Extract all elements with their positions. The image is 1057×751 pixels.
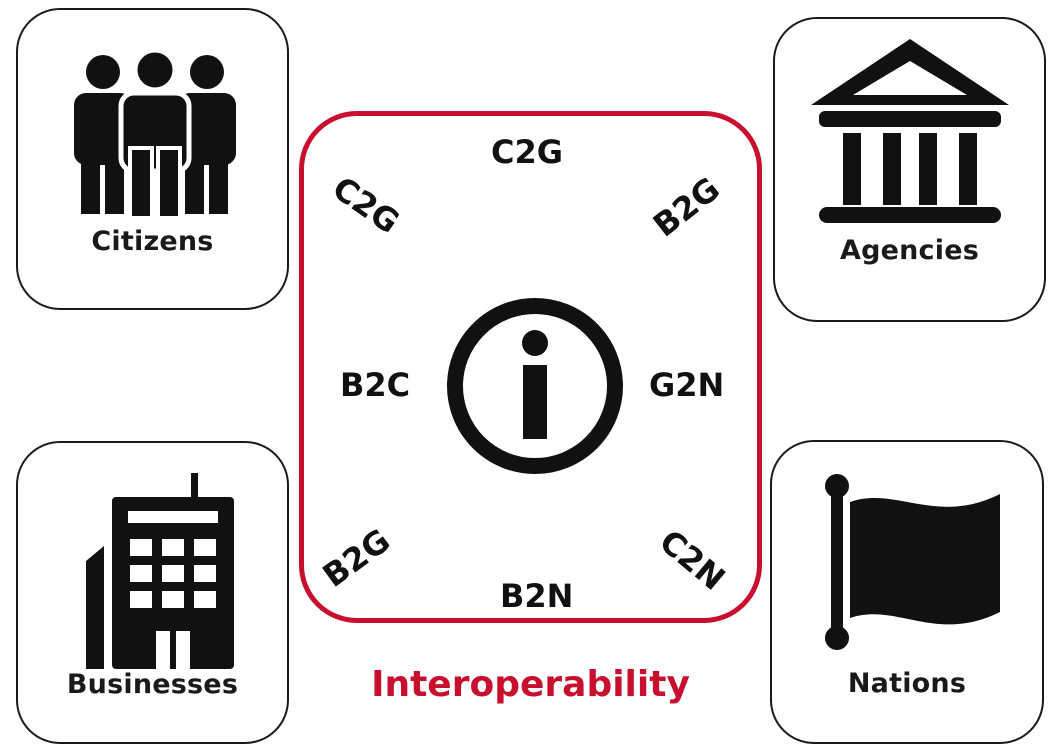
flow-label-bottom: B2N <box>500 577 574 615</box>
nations-card: Nations <box>770 440 1044 744</box>
businesses-label: Businesses <box>66 669 239 700</box>
agencies-card: Agencies <box>773 17 1046 322</box>
interoperability-hub: C2G C2G B2G B2C G2N B2G C2N B2N <box>299 111 762 623</box>
nations-label: Nations <box>847 668 967 699</box>
flag-icon <box>825 474 1000 650</box>
flow-label-bottom-right: C2N <box>652 522 733 598</box>
citizens-card: Citizens <box>16 8 289 310</box>
businesses-card: Businesses <box>16 441 289 744</box>
citizens-label: Citizens <box>91 226 214 257</box>
flow-label-left: B2C <box>340 366 411 404</box>
office-building-icon <box>86 473 234 669</box>
flow-label-top-left: C2G <box>325 168 407 242</box>
flow-label-top: C2G <box>491 133 564 171</box>
flow-label-right: G2N <box>649 366 725 404</box>
info-icon <box>447 298 623 474</box>
flow-label-top-right: B2G <box>646 169 727 245</box>
government-building-icon <box>811 39 1009 223</box>
diagram-title: Interoperability <box>371 664 690 705</box>
agencies-label: Agencies <box>840 235 979 266</box>
people-group-icon <box>74 48 236 218</box>
flow-label-bottom-left: B2G <box>315 521 398 595</box>
